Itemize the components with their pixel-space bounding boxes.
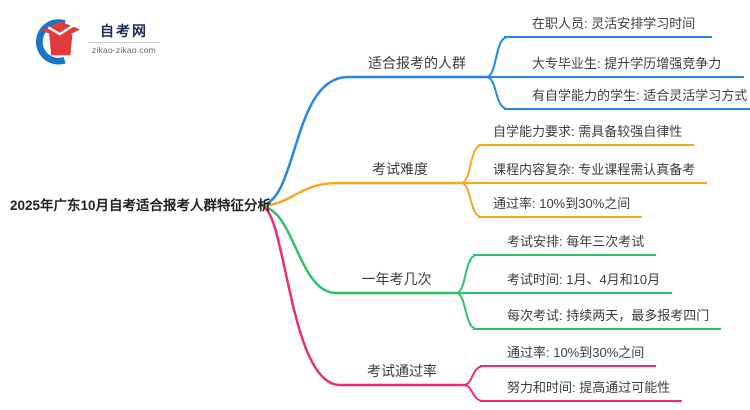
branch-node-exam-difficulty[interactable]: 考试难度 [372,161,428,177]
central-topic[interactable]: 2025年广东10月自考适合报考人群特征分析 [10,198,272,213]
site-logo[interactable]: 自考网 zikao-zikao.com [28,11,160,65]
child-node-self-study-students[interactable]: 有自学能力的学生: 适合灵活学习方式 [504,87,750,110]
child-node-exam-duration[interactable]: 每次考试: 持续两天，最多报考四门 [473,307,722,330]
branch-node-times-per-year[interactable]: 一年考几次 [361,271,432,287]
child-node-working-people[interactable]: 在职人员: 灵活安排学习时间 [504,15,712,38]
logo-site-url: zikao-zikao.com [92,44,156,55]
child-node-effort-time[interactable]: 努力和时间: 提高通过可能性 [480,379,683,402]
graduation-cap-icon [35,19,81,65]
branch-node-suitable-people[interactable]: 适合报考的人群 [368,55,466,71]
logo-divider [88,41,160,43]
child-node-pass-rate-value[interactable]: 通过率: 10%到30%之间 [480,344,657,367]
child-node-complex-courses[interactable]: 课程内容复杂: 专业课程需认真备考 [478,161,708,184]
child-node-pass-rate-range[interactable]: 通过率: 10%到30%之间 [478,195,643,218]
logo-text-block: 自考网 zikao-zikao.com [88,22,160,55]
child-node-self-discipline[interactable]: 自学能力要求: 需具备较强自律性 [478,123,695,146]
logo-site-name: 自考网 [100,22,148,39]
child-node-exam-schedule[interactable]: 考试安排: 每年三次考试 [473,233,657,256]
child-node-college-graduates[interactable]: 大专毕业生: 提升学历增强竞争力 [504,55,744,78]
child-node-exam-months[interactable]: 考试时间: 1月、4月和10月 [473,271,673,294]
branch-node-pass-rate[interactable]: 考试通过率 [367,363,437,379]
